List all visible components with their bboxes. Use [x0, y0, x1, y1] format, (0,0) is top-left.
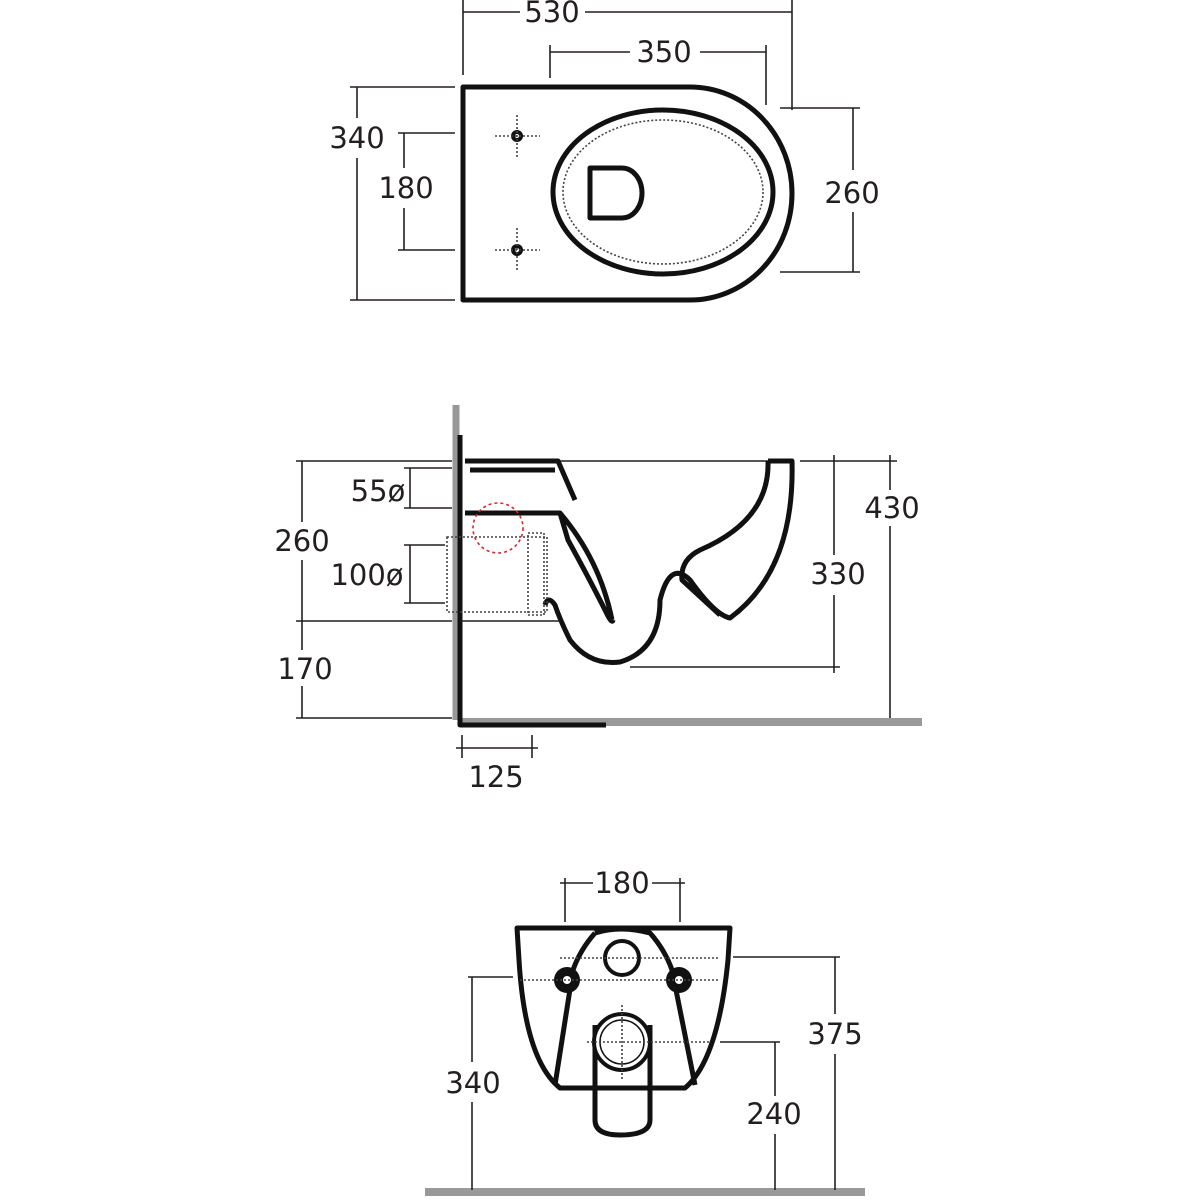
bowl-outline-top	[460, 84, 795, 303]
front-view: 180 340 375 240	[425, 866, 865, 1196]
dim-side-height-260: 260	[274, 524, 329, 558]
dim-top-depth: 340	[329, 121, 384, 155]
side-view: 260 170 55ø 100ø 330 430 125	[274, 405, 922, 794]
dim-side-bowl-330: 330	[810, 557, 865, 591]
dim-side-inlet-diameter: 55ø	[351, 474, 406, 508]
top-view: 530 350 340 180 260	[329, 0, 880, 303]
bowl-hole	[587, 165, 645, 221]
bowl-outline-front	[514, 925, 733, 1091]
dim-side-floor-170: 170	[277, 652, 332, 686]
dim-front-rim-375: 375	[807, 1017, 862, 1051]
seat-opening	[550, 107, 776, 277]
dim-side-outlet-diameter: 100ø	[330, 558, 403, 592]
outlet-pipe	[592, 1025, 653, 1138]
bowl-profile	[465, 458, 795, 666]
dim-top-width-seat: 350	[636, 35, 691, 69]
dim-front-outlet-240: 240	[746, 1097, 801, 1131]
dim-front-bolt-spacing: 180	[594, 866, 649, 900]
dim-top-width-total: 530	[524, 0, 579, 29]
seat-inner-dashed	[562, 119, 764, 265]
inlet-detail-marker	[472, 502, 524, 554]
dim-side-wall-125: 125	[468, 760, 523, 794]
dim-front-bolt-height: 340	[445, 1066, 500, 1100]
dim-side-rim-430: 430	[864, 491, 919, 525]
dim-top-bolt-spacing: 180	[378, 171, 433, 205]
dim-top-seat-depth: 260	[824, 176, 879, 210]
